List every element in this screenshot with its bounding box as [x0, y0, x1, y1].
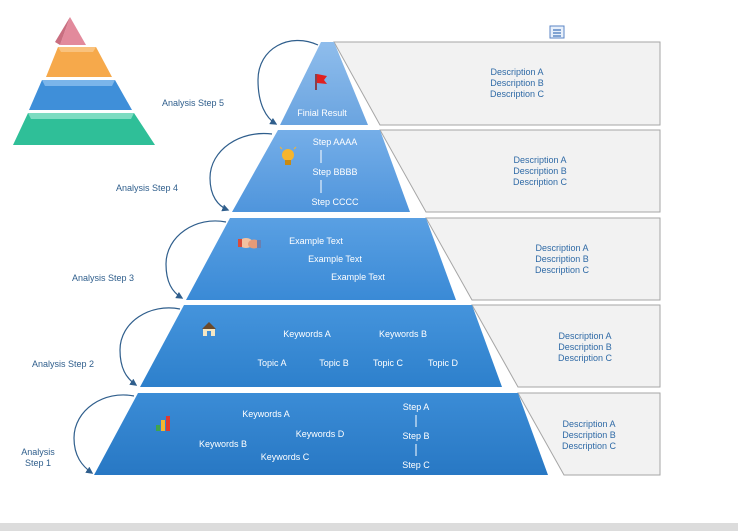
level-2-text-3: Topic A [257, 358, 286, 368]
flag-icon [315, 74, 327, 90]
lightbulb-icon [279, 146, 297, 165]
desc-1-c: Description C [562, 441, 617, 451]
pyramid-level-1[interactable] [94, 393, 548, 475]
pyramid-level-3[interactable] [186, 218, 456, 300]
step-label-2: Analysis Step 2 [32, 359, 94, 369]
description-box-level-2[interactable] [471, 304, 661, 388]
desc-5-a: Description A [490, 67, 543, 77]
desc-5-b: Description B [490, 78, 544, 88]
level-2-text-2: Keywords B [379, 329, 427, 339]
list-icon[interactable] [549, 25, 565, 39]
desc-3-b: Description B [535, 254, 589, 264]
level-1-text-3: Keywords B [199, 439, 247, 449]
arrow-step-2 [119, 307, 181, 386]
arrow-step-3 [165, 220, 227, 299]
desc-1-a: Description A [562, 419, 615, 429]
pyramid-level-2[interactable] [140, 305, 502, 387]
level-texts: Finial Result Step AAAA Step BBBB Step C… [199, 108, 459, 470]
step-label-3: Analysis Step 3 [72, 273, 134, 283]
desc-2-b: Description B [558, 342, 612, 352]
level-4-text-1: Step AAAA [313, 137, 358, 147]
house-icon [202, 322, 216, 336]
level-2-text-1: Keywords A [283, 329, 331, 339]
level-1-text-6: Step B [402, 431, 429, 441]
arrow-step-4 [209, 132, 273, 212]
level-2-text-5: Topic C [373, 358, 404, 368]
level-1-text-1: Keywords A [242, 409, 290, 419]
description-boxes [333, 41, 661, 476]
level-4-text-3: Step CCCC [311, 197, 359, 207]
level-4-text-2: Step BBBB [312, 167, 357, 177]
desc-4-c: Description C [513, 177, 568, 187]
level-2-text-6: Topic D [428, 358, 459, 368]
arrow-step-5 [257, 39, 319, 125]
level-1-text-2: Keywords D [296, 429, 345, 439]
description-box-level-1[interactable] [517, 392, 661, 476]
desc-1-b: Description B [562, 430, 616, 440]
step-label-5: Analysis Step 5 [162, 98, 224, 108]
description-box-level-3[interactable] [425, 217, 661, 301]
desc-2-a: Description A [558, 331, 611, 341]
level-1-text-5: Step A [403, 402, 430, 412]
step-arrows [73, 39, 319, 474]
step-label-4: Analysis Step 4 [116, 183, 178, 193]
level-1-text-4: Keywords C [261, 452, 310, 462]
level-5-text-1: Finial Result [297, 108, 347, 118]
level-3-text-1: Example Text [289, 236, 343, 246]
description-box-level-4[interactable] [379, 129, 661, 213]
level-3-text-2: Example Text [308, 254, 362, 264]
step-label-1-line-2: Step 1 [25, 458, 51, 468]
pyramid-level-4[interactable] [232, 130, 410, 212]
pyramid [94, 42, 548, 475]
desc-4-a: Description A [513, 155, 566, 165]
bar-chart-icon [156, 416, 170, 431]
level-3-text-3: Example Text [331, 272, 385, 282]
step-labels: Analysis Step 5 Analysis Step 4 Analysis… [21, 98, 224, 468]
desc-5-c: Description C [490, 89, 545, 99]
desc-4-b: Description B [513, 166, 567, 176]
level-1-text-7: Step C [402, 460, 430, 470]
step-label-1-line-1: Analysis [21, 447, 55, 457]
description-texts: Description A Description B Description … [490, 67, 617, 451]
bottom-scrollbar[interactable] [0, 523, 738, 531]
desc-3-a: Description A [535, 243, 588, 253]
pyramid-3d-icon [13, 17, 155, 145]
handshake-icon [238, 238, 261, 249]
desc-2-c: Description C [558, 353, 613, 363]
level-2-text-4: Topic B [319, 358, 349, 368]
desc-3-c: Description C [535, 265, 590, 275]
arrow-step-1 [73, 394, 135, 474]
description-box-level-5[interactable] [333, 41, 661, 126]
